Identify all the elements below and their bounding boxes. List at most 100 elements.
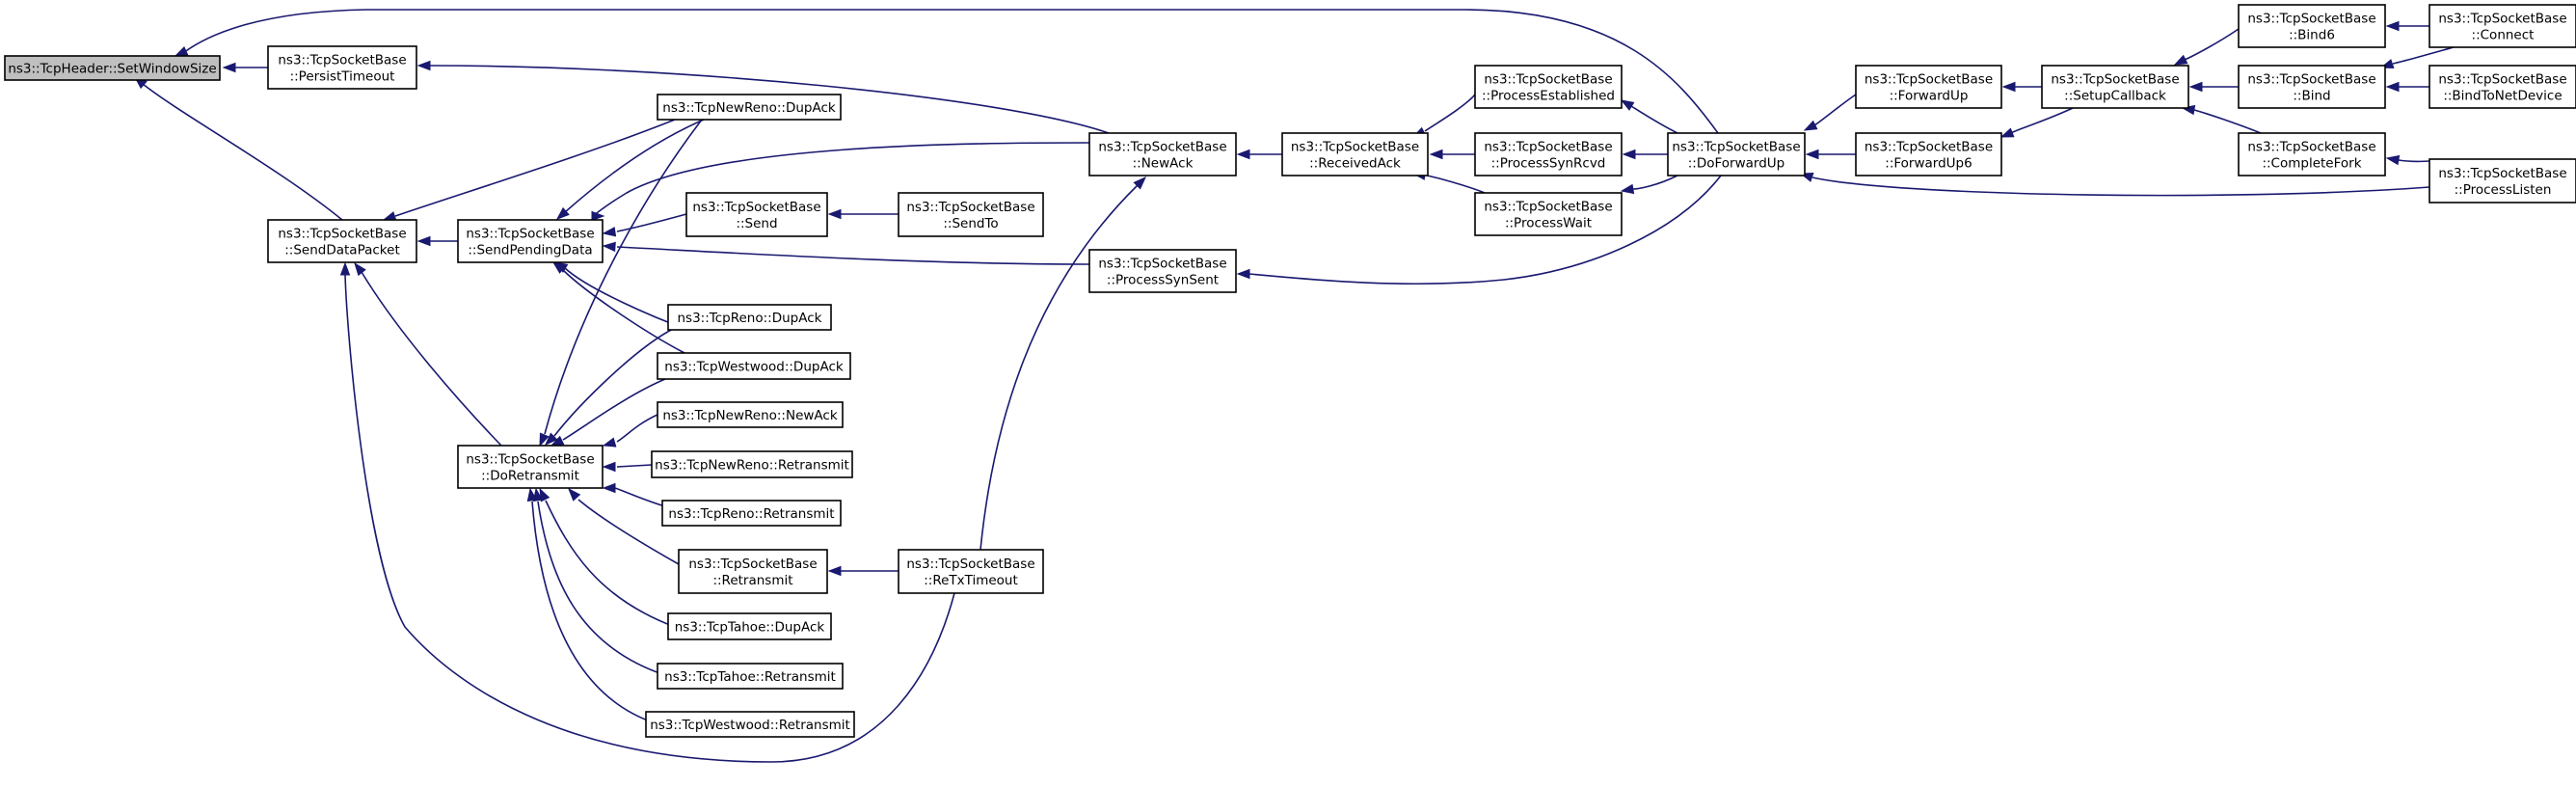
edge-line <box>616 246 1090 265</box>
node-westwood-dup-ack[interactable]: ns3::TcpWestwood::DupAck <box>657 352 851 380</box>
node-new-ack[interactable]: ns3::TcpSocketBase::NewAck <box>1088 132 1237 176</box>
arrowhead-icon <box>827 208 842 220</box>
edge-line <box>544 119 703 435</box>
node-box <box>1474 132 1623 176</box>
node-bind6[interactable]: ns3::TcpSocketBase::Bind6 <box>2238 4 2386 48</box>
node-persist-timeout[interactable]: ns3::TcpSocketBase::PersistTimeout <box>267 45 417 90</box>
node-process-syn-rcvd[interactable]: ns3::TcpSocketBase::ProcessSynRcvd <box>1474 132 1623 176</box>
node-label: ns3::TcpTahoe::Retransmit <box>664 669 836 685</box>
arrowhead-icon <box>1803 120 1818 131</box>
node-do-retransmit[interactable]: ns3::TcpSocketBase::DoRetransmit <box>457 445 604 489</box>
node-label: ns3::TcpSocketBase <box>278 53 406 68</box>
edge-DoForwardUp-to-SetWindowSize <box>174 9 1719 134</box>
node-do-forward-up[interactable]: ns3::TcpSocketBase::DoForwardUp <box>1667 132 1806 176</box>
edge-line <box>553 327 676 437</box>
node-box <box>1855 65 2002 109</box>
edge-line <box>1630 105 1678 134</box>
node-label: ns3::TcpSocketBase <box>1672 140 1800 155</box>
node-label: ::PersistTimeout <box>290 69 395 85</box>
arrowhead-icon <box>1805 149 1819 160</box>
node-new-reno-dup-ack[interactable]: ns3::TcpNewReno::DupAck <box>657 94 842 121</box>
node-send[interactable]: ns3::TcpSocketBase::Send <box>685 192 828 237</box>
node-label: ::ProcessSynSent <box>1107 273 1219 288</box>
node-process-wait[interactable]: ns3::TcpSocketBase::ProcessWait <box>1474 192 1623 236</box>
node-label: ::SendTo <box>943 216 998 231</box>
node-box <box>457 219 604 263</box>
edge-line <box>564 119 705 213</box>
node-box <box>2428 158 2576 204</box>
edge-ForwardUp6-to-DoForwardUp <box>1805 149 1856 160</box>
node-process-syn-sent[interactable]: ns3::TcpSocketBase::ProcessSynSent <box>1088 249 1237 293</box>
node-box <box>667 304 832 331</box>
edge-NewAck-to-PersistTimeout <box>416 60 1110 134</box>
node-box <box>1474 65 1623 109</box>
arrowhead-icon <box>602 437 617 448</box>
node-send-to[interactable]: ns3::TcpSocketBase::SendTo <box>898 192 1044 237</box>
node-process-established[interactable]: ns3::TcpSocketBase::ProcessEstablished <box>1474 65 1623 109</box>
node-box <box>898 192 1044 237</box>
node-label: ns3::TcpSocketBase <box>1865 72 1993 88</box>
node-label: ns3::TcpHeader::SetWindowSize <box>8 62 216 77</box>
node-label: ::ReTxTimeout <box>924 573 1018 588</box>
node-bind-to-net-device[interactable]: ns3::TcpSocketBase::BindToNetDevice <box>2428 65 2576 109</box>
edge-line <box>616 464 653 468</box>
edge-WestwoodDupAck-to-SendPendingData <box>551 261 685 354</box>
node-tahoe-retransmit[interactable]: ns3::TcpTahoe::Retransmit <box>657 663 844 690</box>
node-new-reno-new-ack[interactable]: ns3::TcpNewReno::NewAck <box>657 401 844 428</box>
node-forward-up6[interactable]: ns3::TcpSocketBase::ForwardUp6 <box>1855 132 2002 176</box>
arrowhead-icon <box>602 482 616 494</box>
node-set-window-size[interactable]: ns3::TcpHeader::SetWindowSize <box>4 55 221 81</box>
edge-line <box>562 378 666 441</box>
edge-NewRenoDupAck-to-SendDataPacket <box>382 119 676 222</box>
node-box <box>657 94 842 121</box>
node-label: ns3::TcpSocketBase <box>2438 12 2566 27</box>
node-label: ::Bind6 <box>2289 28 2335 43</box>
node-send-data-packet[interactable]: ns3::TcpSocketBase::SendDataPacket <box>267 219 417 263</box>
node-sbretransmit[interactable]: ns3::TcpSocketBase::Retransmit <box>678 549 828 594</box>
node-label: ns3::TcpSocketBase <box>1865 140 1993 155</box>
arrowhead-icon <box>827 565 842 577</box>
arrowhead-icon <box>1620 99 1635 111</box>
arrowhead-icon <box>354 261 366 277</box>
edge-ReTxTimeout-to-NewAck <box>979 176 1147 551</box>
arrowhead-icon <box>382 211 397 222</box>
node-forward-up[interactable]: ns3::TcpSocketBase::ForwardUp <box>1855 65 2002 109</box>
edge-line <box>429 65 1110 134</box>
node-label: ns3::TcpNewReno::Retransmit <box>655 458 849 474</box>
node-send-pending-data[interactable]: ns3::TcpSocketBase::SendPendingData <box>457 219 604 263</box>
node-label: ::ForwardUp <box>1890 89 1969 104</box>
node-label: ns3::TcpSocketBase <box>2247 140 2375 155</box>
node-box <box>685 192 828 237</box>
nodes-layer: ns3::TcpHeader::SetWindowSizens3::TcpSoc… <box>4 4 2576 738</box>
arrowhead-icon <box>222 62 236 73</box>
arrowhead-icon <box>2385 154 2401 166</box>
node-tahoe-dup-ack[interactable]: ns3::TcpTahoe::DupAck <box>667 612 832 640</box>
node-label: ns3::TcpSocketBase <box>1291 140 1419 155</box>
node-label: ns3::TcpSocketBase <box>906 556 1034 572</box>
node-label: ::Bind <box>2293 89 2330 104</box>
edge-line <box>1424 94 1476 132</box>
node-re-tx-timeout[interactable]: ns3::TcpSocketBase::ReTxTimeout <box>898 549 1044 594</box>
node-label: ns3::TcpSocketBase <box>688 556 817 572</box>
node-reno-retransmit[interactable]: ns3::TcpReno::Retransmit <box>661 500 842 527</box>
node-complete-fork[interactable]: ns3::TcpSocketBase::CompleteFork <box>2238 132 2386 176</box>
edge-DoForwardUp-to-ProcessSynSent <box>1236 175 1722 285</box>
node-label: ::Retransmit <box>712 573 792 588</box>
node-connect[interactable]: ns3::TcpSocketBase::Connect <box>2428 4 2576 48</box>
arrowhead-icon <box>1236 149 1250 160</box>
node-new-reno-retransmit[interactable]: ns3::TcpNewReno::Retransmit <box>651 450 853 478</box>
node-label: ::ProcessSynRcvd <box>1491 156 1606 172</box>
edge-ProcessEstablished-to-ReceivedAck <box>1411 94 1476 138</box>
arrowhead-icon <box>526 487 538 502</box>
node-box <box>267 219 417 263</box>
node-label: ::SetupCallback <box>2064 89 2166 104</box>
node-reno-dup-ack[interactable]: ns3::TcpReno::DupAck <box>667 304 832 331</box>
node-setup-callback[interactable]: ns3::TcpSocketBase::SetupCallback <box>2041 65 2189 109</box>
edge-line <box>2193 109 2262 134</box>
edge-DoRetransmit-to-SendDataPacket <box>354 261 502 447</box>
node-bind[interactable]: ns3::TcpSocketBase::Bind <box>2238 65 2386 109</box>
node-process-listen[interactable]: ns3::TcpSocketBase::ProcessListen <box>2428 158 2576 204</box>
node-received-ack[interactable]: ns3::TcpSocketBase::ReceivedAck <box>1281 132 1429 176</box>
node-westwood-retransmit[interactable]: ns3::TcpWestwood::Retransmit <box>645 711 855 738</box>
